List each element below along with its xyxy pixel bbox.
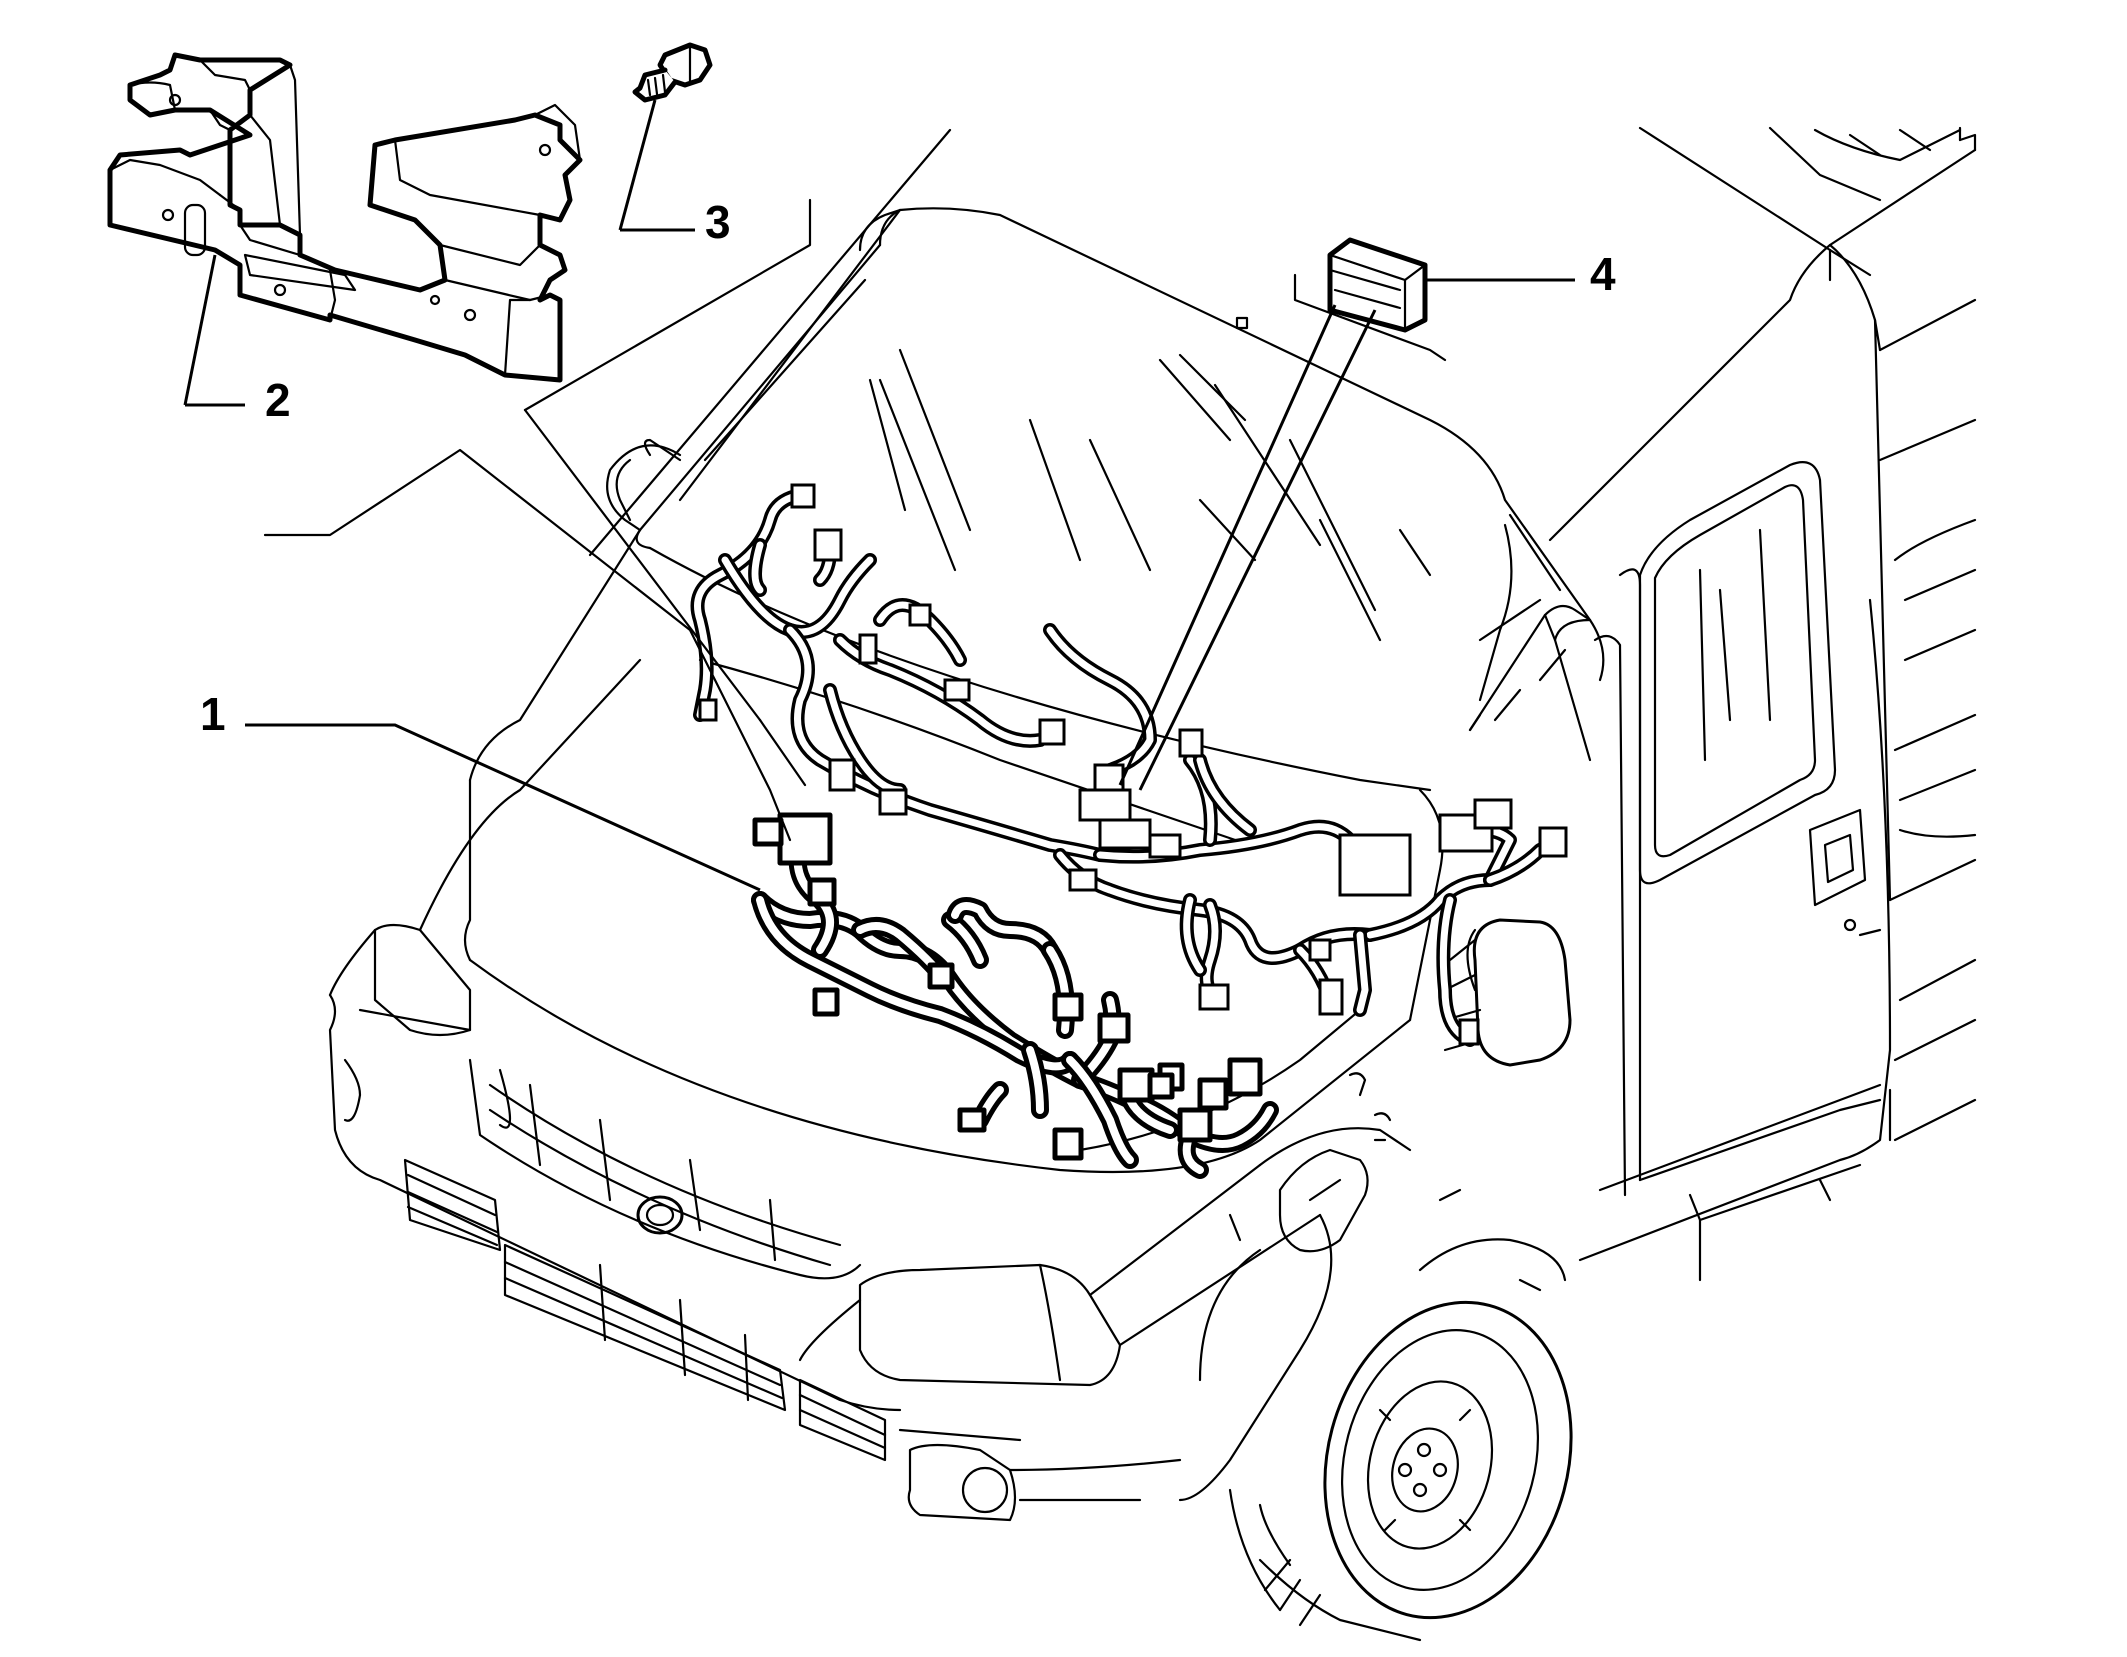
callout-2: 2: [265, 374, 291, 426]
callout-1: 1: [200, 688, 226, 740]
callout-4: 4: [1590, 248, 1616, 300]
leader-lines: [183, 99, 1575, 892]
bracket-part-2: [107, 52, 583, 383]
harness-engine-part-1: [751, 812, 1279, 1179]
van-body-outline: [328, 126, 1977, 1642]
clip-part-4: [1235, 237, 1428, 333]
callout-3: 3: [705, 196, 731, 248]
harness-upper: [690, 483, 1568, 1047]
bolt-part-3: [632, 42, 713, 103]
